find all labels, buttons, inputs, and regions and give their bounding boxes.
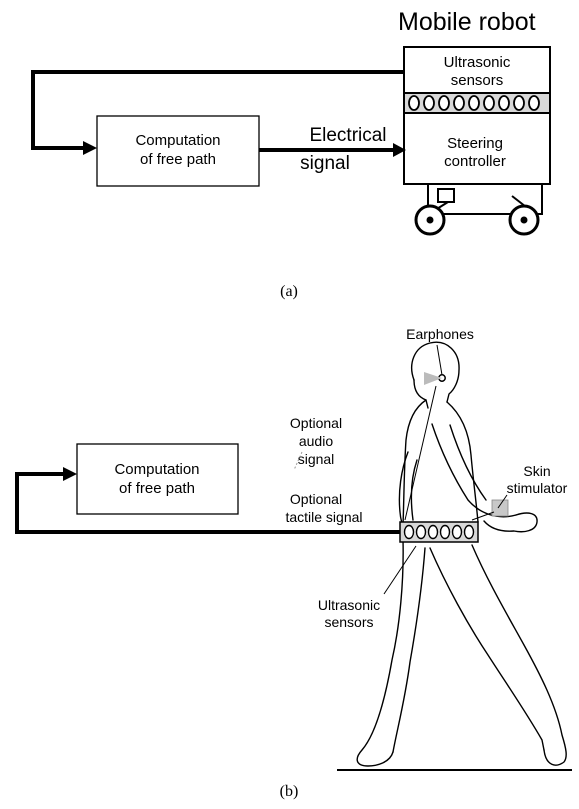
feedback-arrowhead-a (83, 141, 97, 155)
electrical-signal-label-line1: Electrical (309, 125, 386, 146)
caption-b: (b) (280, 783, 299, 800)
tactile-label-line1: Optional (290, 491, 342, 507)
skin-stimulator-pad (491, 499, 509, 517)
ultrasonic-sensors-b-line2: sensors (324, 614, 373, 630)
computation-label-b-line1: Computation (114, 461, 199, 478)
computation-box-a (96, 115, 260, 187)
earphones-leader (436, 344, 443, 376)
feedback-arrowhead-b (63, 467, 77, 481)
ultrasonic-sensors-b-line1: Ultrasonic (318, 597, 380, 613)
steering-controller-label-line2: controller (444, 153, 506, 170)
skin-stimulator-label-line1: Skin (523, 463, 550, 479)
audio-label-line1: Optional (290, 415, 342, 431)
audio-label-line3: signal (298, 451, 335, 467)
computation-label-a-line2: of free path (140, 151, 216, 168)
computation-label-b-line2: of free path (119, 480, 195, 497)
ultrasonic-sensors-label-line1: Ultrasonic (444, 54, 511, 71)
electrical-signal-label-line2: signal (300, 153, 350, 174)
computation-box-b (76, 443, 239, 515)
earphones-label: Earphones (406, 326, 474, 342)
belt-transducers (403, 524, 475, 540)
feedback-arrow-a (31, 70, 404, 150)
feedback-arrow-b (15, 472, 400, 534)
skin-stimulator-leader (497, 494, 508, 509)
sensor-transducers (408, 95, 540, 111)
tactile-label-line2: tactile signal (285, 509, 362, 525)
robot-wheel-right (508, 204, 540, 236)
computation-label-a-line1: Computation (135, 132, 220, 149)
skin-stimulator-label-line2: stimulator (507, 480, 568, 496)
mobile-robot-title: Mobile robot (398, 8, 536, 36)
diagram-b: Earphones Skin stimulator Ultrasonic sen… (15, 326, 572, 800)
audio-hint-mark (293, 451, 303, 471)
earphone-beam (424, 372, 442, 385)
audio-label-line2: audio (299, 433, 333, 449)
steering-controller-box (403, 112, 551, 185)
signal-arrowhead (393, 143, 406, 157)
robot-wheel-left (414, 204, 446, 236)
person-figure (356, 341, 567, 767)
sensors-leader (383, 545, 417, 595)
steering-controller-label-line1: Steering (447, 135, 503, 152)
caption-a: (a) (280, 283, 298, 300)
audio-signal-line (404, 385, 437, 521)
ultrasonic-sensors-label-line2: sensors (451, 72, 504, 89)
tactile-signal-line (471, 511, 495, 521)
diagram-a: Mobile robot Ultrasonic sensors Steering… (31, 8, 551, 300)
